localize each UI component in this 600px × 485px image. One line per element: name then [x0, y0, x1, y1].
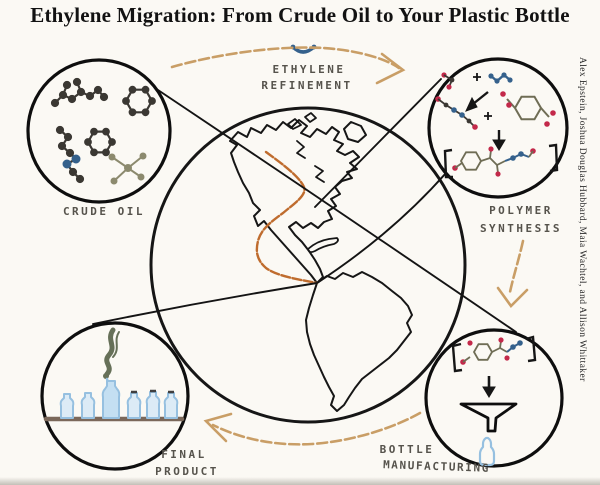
label-final-product-line2: PRODUCT	[155, 465, 219, 478]
thread-crudeoil-to-bottle	[154, 87, 517, 333]
migration-route-stitch	[255, 150, 319, 285]
crude-oil-circle-icon	[26, 58, 172, 204]
reaction-arrow-2	[492, 130, 506, 151]
thread-final-to-polymer	[92, 172, 447, 325]
molding-arrow	[482, 376, 496, 398]
polymer-repeat-unit	[443, 143, 559, 179]
arrow-to-bottle-manufacturing	[496, 239, 529, 308]
plus-sign	[484, 112, 492, 120]
label-final-product-line1: FINAL	[161, 448, 207, 461]
cuba-outline	[307, 237, 339, 254]
molded-bottle-icon	[478, 436, 496, 467]
arrow-refinement	[170, 46, 406, 85]
arrow-to-final-product	[203, 411, 422, 446]
polymer-repeat-unit-small	[451, 335, 537, 373]
label-ethylene-refinement-line2: REFINEMENT	[261, 79, 353, 92]
connection-threads	[92, 78, 517, 333]
globe-icon	[149, 106, 467, 424]
label-crude-oil: CRUDE OIL	[62, 205, 146, 218]
north-america-outline	[229, 119, 360, 284]
label-ethylene-refinement-line1: ETHYLENE	[272, 63, 346, 76]
south-america-outline	[305, 271, 413, 412]
bottle-manufacturing-circle-icon	[424, 328, 564, 468]
flow-arrows	[170, 46, 529, 446]
label-bottle-manufacturing-line1: BOTTLE	[379, 443, 435, 456]
final-product-circle-icon	[40, 321, 190, 471]
filler-machine-icon	[103, 327, 120, 379]
page-title: Ethylene Migration: From Crude Oil to Yo…	[30, 3, 570, 27]
greenland-outline	[343, 121, 367, 143]
label-polymer-synthesis-line2: SYNTHESIS	[479, 222, 563, 235]
label-polymer-synthesis-line1: POLYMER	[489, 204, 553, 217]
polymer-synthesis-circle-icon	[427, 57, 569, 199]
plus-sign	[473, 73, 481, 81]
thread-globe-to-polymer	[314, 78, 442, 208]
funnel-icon	[459, 402, 518, 433]
water-bottles	[59, 380, 179, 419]
scan-edge-shadow	[0, 477, 600, 485]
author-credit: Alex Epstein, Joshua Douglas Hubbard, Ma…	[577, 57, 587, 382]
reaction-arrow-1	[465, 91, 489, 112]
